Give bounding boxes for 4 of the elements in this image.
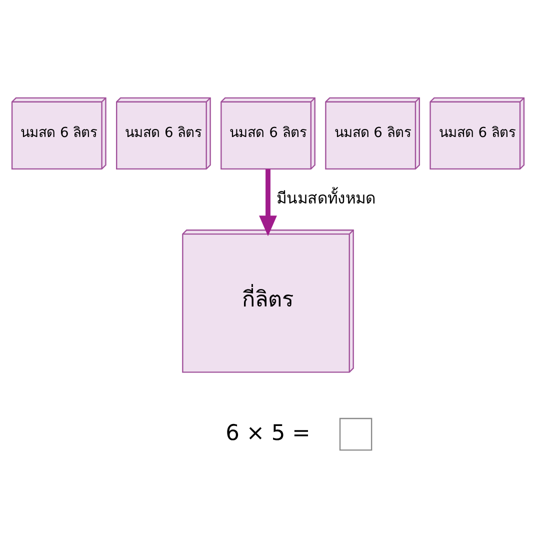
arrow — [259, 169, 277, 236]
edge-label: มีนมสดทั้งหมด — [276, 188, 376, 208]
label: 6 × 5 = — [226, 420, 310, 446]
node-box — [339, 418, 372, 451]
